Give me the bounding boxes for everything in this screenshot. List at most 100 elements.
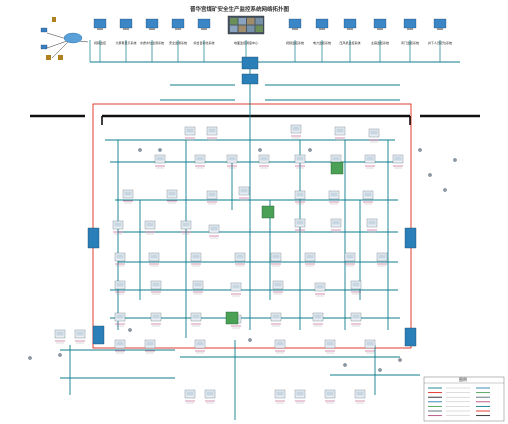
lock-icon [46,55,51,60]
workstation-monitor-icon [288,18,302,29]
computer-icon [40,44,48,50]
device-node [344,252,356,267]
monitor-stand-icon [97,28,103,30]
sensor-icon [128,328,132,332]
workstation-label: 水质水位监测系统 [140,40,164,45]
monitor-stand-icon [201,28,207,30]
device-node [74,329,86,344]
device-node [362,190,374,205]
device-node [354,389,366,404]
side-switches [87,227,417,347]
workstation-monitor-icon [315,18,329,29]
monitoring-station-icon [261,205,275,219]
device-node [184,389,196,404]
device-node [208,224,220,239]
workstation-label: 压风机监控系统 [339,40,360,45]
device-node [184,126,196,141]
device-node [364,339,376,354]
device-node [328,190,340,205]
workstation-label: 电力监控系统 [313,40,331,45]
device-node [144,339,156,354]
device-node [144,220,156,235]
workstation-label: 综合自动化系统 [193,40,214,45]
device-node [376,252,388,267]
device-node [294,154,306,169]
video-tile [247,18,255,25]
monitor-stand-icon [319,28,325,30]
device-node [270,252,282,267]
device-node [190,252,202,267]
device-node [112,220,124,235]
sensor-icon [28,356,32,360]
device-node [294,389,306,404]
sensor-icon [58,353,62,357]
workstation-monitor-icon [171,18,185,29]
video-tile [255,25,263,32]
right-ring-switch-icon [404,227,417,249]
workstation-monitor-icon [373,18,387,29]
device-node [180,220,192,235]
device-node [194,339,206,354]
monitor-stand-icon [377,28,383,30]
device-node [204,389,216,404]
device-node [274,389,286,404]
device-node [294,190,306,205]
device-node [314,282,326,297]
device-node [114,312,126,327]
workstation-monitor-icon [197,18,211,29]
device-node [54,329,66,344]
sensor-icon [428,173,432,177]
ring-network [92,103,412,349]
workstation-monitor-icon [93,18,107,29]
workstation-monitor-icon [343,18,357,29]
device-node [148,252,160,267]
workstation-label: 安全监测系统 [169,40,187,45]
video-tile [238,25,246,32]
workstation-label: 大屏幕显示系统 [115,40,136,45]
fiber-backbone [60,84,420,420]
device-node [330,218,342,233]
device-node [274,339,286,354]
device-node [312,312,324,327]
workstation-monitor-icon [119,18,133,29]
monitor-stand-icon [292,28,298,30]
device-node [150,280,162,295]
legend [423,376,505,422]
workstation-label: 主扇监控系统 [371,40,389,45]
device-node [226,154,238,169]
device-node [366,218,378,233]
device-node [334,126,346,141]
device-node [272,280,284,295]
video-tile [255,18,263,25]
device-node [324,339,336,354]
workstation-label: 风门监控系统 [401,40,419,45]
sensor-icon [398,358,402,362]
sensor-icon [158,148,162,152]
device-node [294,218,306,233]
top-workstation-row: 视频监控大屏幕显示系统水质水位监测系统安全监测系统综合自动化系统地面监控调度中心… [89,15,452,62]
monitor-stand-icon [175,28,181,30]
diagram-title: 晋华宫煤矿安全生产监控系统网络拓扑图 [190,7,290,13]
monitor-stand-icon [437,28,443,30]
device-node [230,282,242,297]
device-node [258,154,270,169]
device-node [190,312,202,327]
device-node [166,189,178,204]
video-tile [247,25,255,32]
left-ring-switch-icon [87,227,100,249]
remote-access-cluster [40,17,89,60]
device-node [154,154,166,169]
device-node [206,190,218,205]
device-node [194,154,206,169]
legend-title: 图例 [459,377,467,382]
device-node [368,128,380,143]
workstation-label: 地面监控调度中心 [234,40,258,45]
device-node [114,280,126,295]
core-switch-area [90,56,460,85]
video-tile [238,18,246,25]
device-node [234,252,246,267]
sensor-icon [443,188,447,192]
device-node [392,154,404,169]
workstation-label: 视频监控系统 [286,40,304,45]
